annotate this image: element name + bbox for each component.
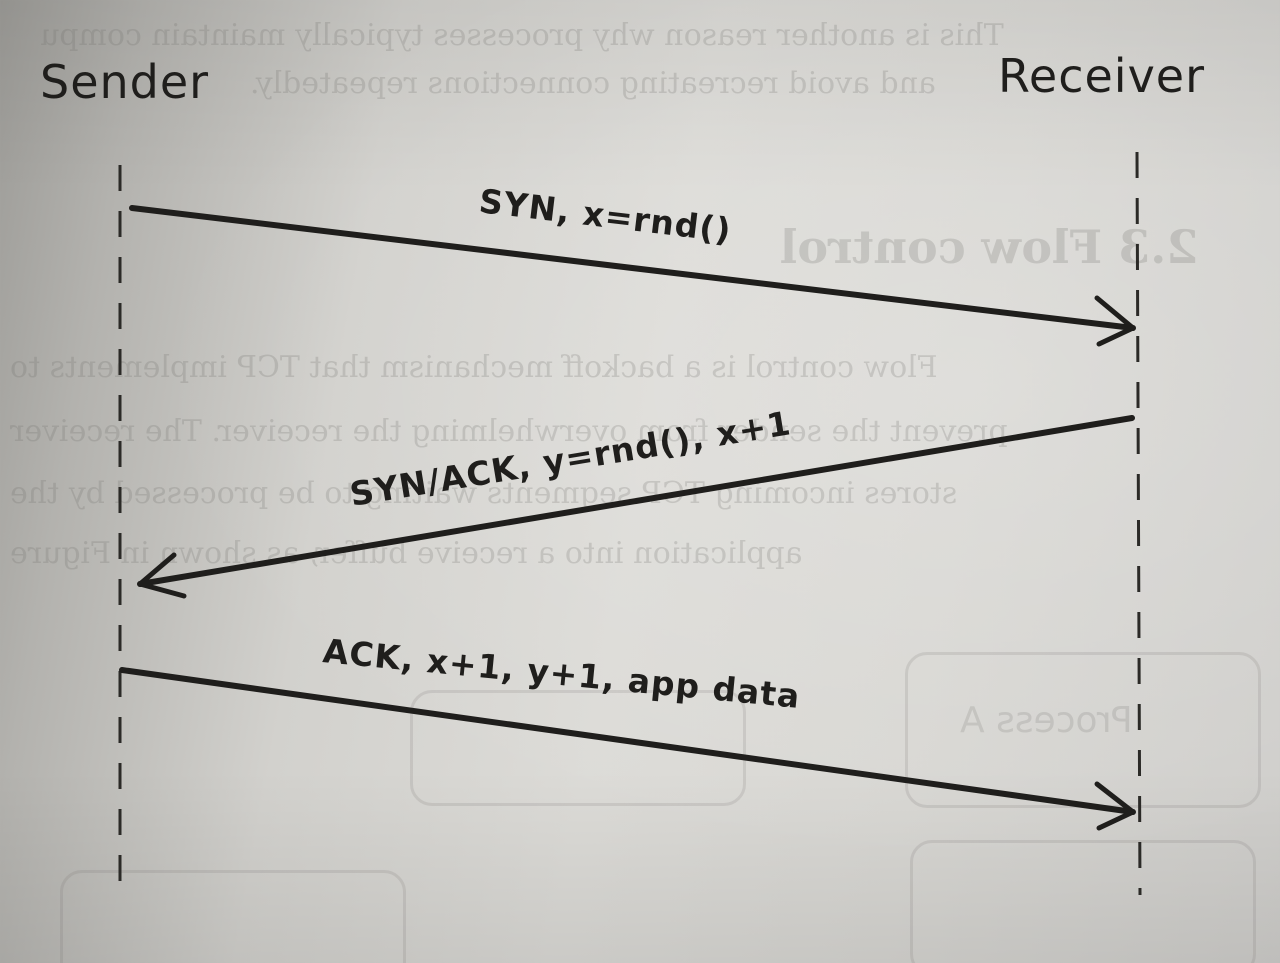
ack-arrowhead (1094, 781, 1136, 831)
message-ack: ACK, x+1, y+1, app data (119, 631, 1136, 831)
syn-ack-arrowhead (137, 552, 187, 599)
syn-ack-arrow (137, 415, 1135, 587)
receiver-label: Receiver (998, 49, 1205, 103)
syn-arrowhead (1094, 295, 1136, 347)
syn-label: SYN, x=rnd() (477, 181, 734, 250)
receiver-lifeline (1135, 151, 1142, 896)
sender-label: Sender (40, 55, 209, 109)
ack-label: ACK, x+1, y+1, app data (321, 631, 802, 716)
syn-arrow (129, 205, 1136, 331)
message-syn-ack: SYN/ACK, y=rnd(), x+1 (137, 403, 1135, 599)
ack-arrow (119, 667, 1136, 815)
syn-ack-label: SYN/ACK, y=rnd(), x+1 (347, 403, 794, 514)
message-syn: SYN, x=rnd() (129, 181, 1136, 347)
